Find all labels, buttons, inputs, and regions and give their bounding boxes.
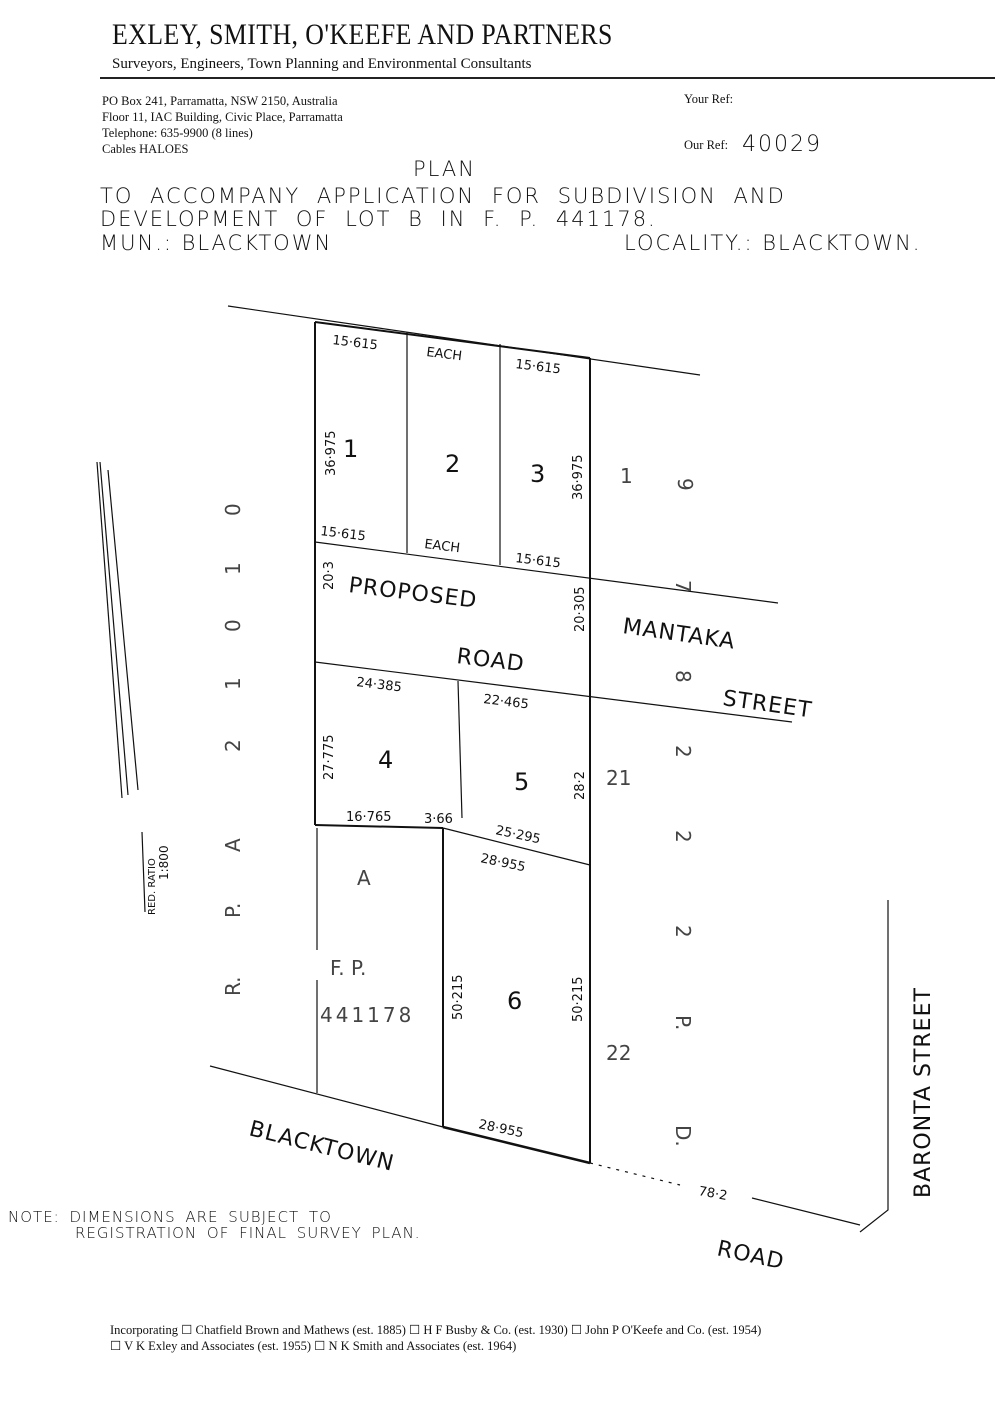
rp-label-right: 1 9 7 8 2 2 2 P. D. 21 22 bbox=[606, 464, 697, 1147]
fp-label: F. P. bbox=[330, 956, 366, 980]
ratio-value: 1:800 bbox=[157, 845, 171, 880]
svg-text:1: 1 bbox=[221, 677, 245, 690]
dimension-label: 3·66 bbox=[424, 812, 453, 827]
ratio-label: RED. RATIO bbox=[147, 858, 158, 915]
footer-line: Incorporating ☐ Chatfield Brown and Math… bbox=[110, 1323, 762, 1337]
proposed-road-label: PROPOSED bbox=[347, 573, 478, 614]
svg-text:2: 2 bbox=[671, 830, 695, 843]
svg-text:2: 2 bbox=[221, 739, 245, 752]
dimension-label: 22·465 bbox=[483, 692, 530, 712]
svg-text:22: 22 bbox=[606, 1041, 631, 1065]
lot-number: A bbox=[357, 866, 371, 890]
street-label: BARONTA STREET bbox=[911, 987, 936, 1198]
address-line: Floor 11, IAC Building, Civic Place, Par… bbox=[102, 110, 343, 124]
proposed-road-label: ROAD bbox=[455, 644, 526, 677]
plan-lines bbox=[96, 305, 889, 1233]
svg-text:21: 21 bbox=[606, 766, 631, 790]
rp-label-left: R. P. A 2 1 0 1 0 bbox=[221, 503, 245, 996]
svg-text:2: 2 bbox=[671, 925, 695, 938]
firm-tagline: Surveyors, Engineers, Town Planning and … bbox=[112, 56, 532, 72]
dimension-label: 15·615 bbox=[320, 524, 367, 544]
header-divider bbox=[100, 77, 995, 79]
address-line: Telephone: 635-9900 (8 lines) bbox=[102, 126, 253, 140]
plan-heading: PLAN bbox=[413, 157, 476, 181]
locality: LOCALITY.: BLACKTOWN. bbox=[624, 231, 922, 255]
dimension-label: EACH bbox=[426, 345, 463, 364]
dimension-label: 50·215 bbox=[451, 975, 466, 1021]
svg-text:D.: D. bbox=[671, 1125, 695, 1147]
svg-text:0: 0 bbox=[221, 619, 245, 632]
dimension-label: 78·2 bbox=[697, 1184, 728, 1204]
svg-text:2: 2 bbox=[671, 745, 695, 758]
dimension-label: 20·3 bbox=[322, 561, 337, 590]
lot-number: 3 bbox=[530, 460, 545, 488]
svg-text:P.: P. bbox=[671, 1015, 695, 1030]
dimension-label: 20·305 bbox=[573, 587, 588, 633]
lot-number: 2 bbox=[445, 450, 460, 478]
street-label: ROAD bbox=[715, 1236, 787, 1275]
fp-number: 441178 bbox=[320, 1003, 414, 1027]
street-label: MANTAKA bbox=[621, 614, 737, 655]
dimension-label: 36·975 bbox=[324, 431, 339, 477]
dimension-label: 15·615 bbox=[515, 551, 562, 571]
your-ref-label: Your Ref: bbox=[684, 92, 734, 106]
dimension-label: 36·975 bbox=[571, 455, 586, 501]
dimension-label: EACH bbox=[424, 537, 461, 556]
dimension-label: 16·765 bbox=[346, 810, 392, 825]
municipality: MUN.: BLACKTOWN bbox=[100, 231, 333, 255]
dimension-label: 24·385 bbox=[356, 675, 403, 695]
svg-text:7: 7 bbox=[671, 580, 695, 593]
our-ref-label: Our Ref: bbox=[684, 138, 729, 152]
dimension-label: 25·295 bbox=[494, 823, 542, 847]
dimension-label: 50·215 bbox=[571, 977, 586, 1023]
plan-title-line: DEVELOPMENT OF LOT B IN F. P. 441178. bbox=[100, 207, 657, 231]
footer-line: ☐ V K Exley and Associates (est. 1955) ☐… bbox=[110, 1339, 517, 1353]
svg-text:R.: R. bbox=[221, 976, 245, 996]
note-line: REGISTRATION OF FINAL SURVEY PLAN. bbox=[75, 1224, 421, 1242]
address-line: PO Box 241, Parramatta, NSW 2150, Austra… bbox=[102, 94, 338, 108]
dimension-label: 28·2 bbox=[573, 771, 588, 800]
lot-number: 5 bbox=[514, 768, 529, 796]
street-label: STREET bbox=[721, 686, 814, 723]
street-label: BLACKTOWN bbox=[247, 1117, 397, 1177]
address-line: Cables HALOES bbox=[102, 142, 189, 156]
svg-text:9: 9 bbox=[673, 478, 697, 491]
dimension-label: 28·955 bbox=[479, 851, 527, 875]
dimension-label: 15·615 bbox=[515, 357, 562, 377]
svg-text:P.: P. bbox=[221, 903, 245, 918]
note-line: NOTE: DIMENSIONS ARE SUBJECT TO bbox=[8, 1208, 332, 1226]
lot-number: 4 bbox=[378, 746, 393, 774]
lot-number: 6 bbox=[507, 987, 522, 1015]
lot-number: 1 bbox=[343, 435, 358, 463]
svg-text:8: 8 bbox=[671, 670, 695, 683]
svg-text:1: 1 bbox=[221, 562, 245, 575]
svg-text:A: A bbox=[221, 838, 245, 852]
svg-text:1: 1 bbox=[620, 464, 633, 488]
svg-text:0: 0 bbox=[221, 503, 245, 516]
our-ref-value: 40029 bbox=[742, 132, 822, 157]
firm-name: EXLEY, SMITH, O'KEEFE AND PARTNERS bbox=[112, 18, 613, 51]
dimension-label: 27·775 bbox=[322, 735, 337, 781]
plan-title-line: TO ACCOMPANY APPLICATION FOR SUBDIVISION… bbox=[100, 184, 786, 208]
dimension-label: 15·615 bbox=[332, 333, 379, 353]
